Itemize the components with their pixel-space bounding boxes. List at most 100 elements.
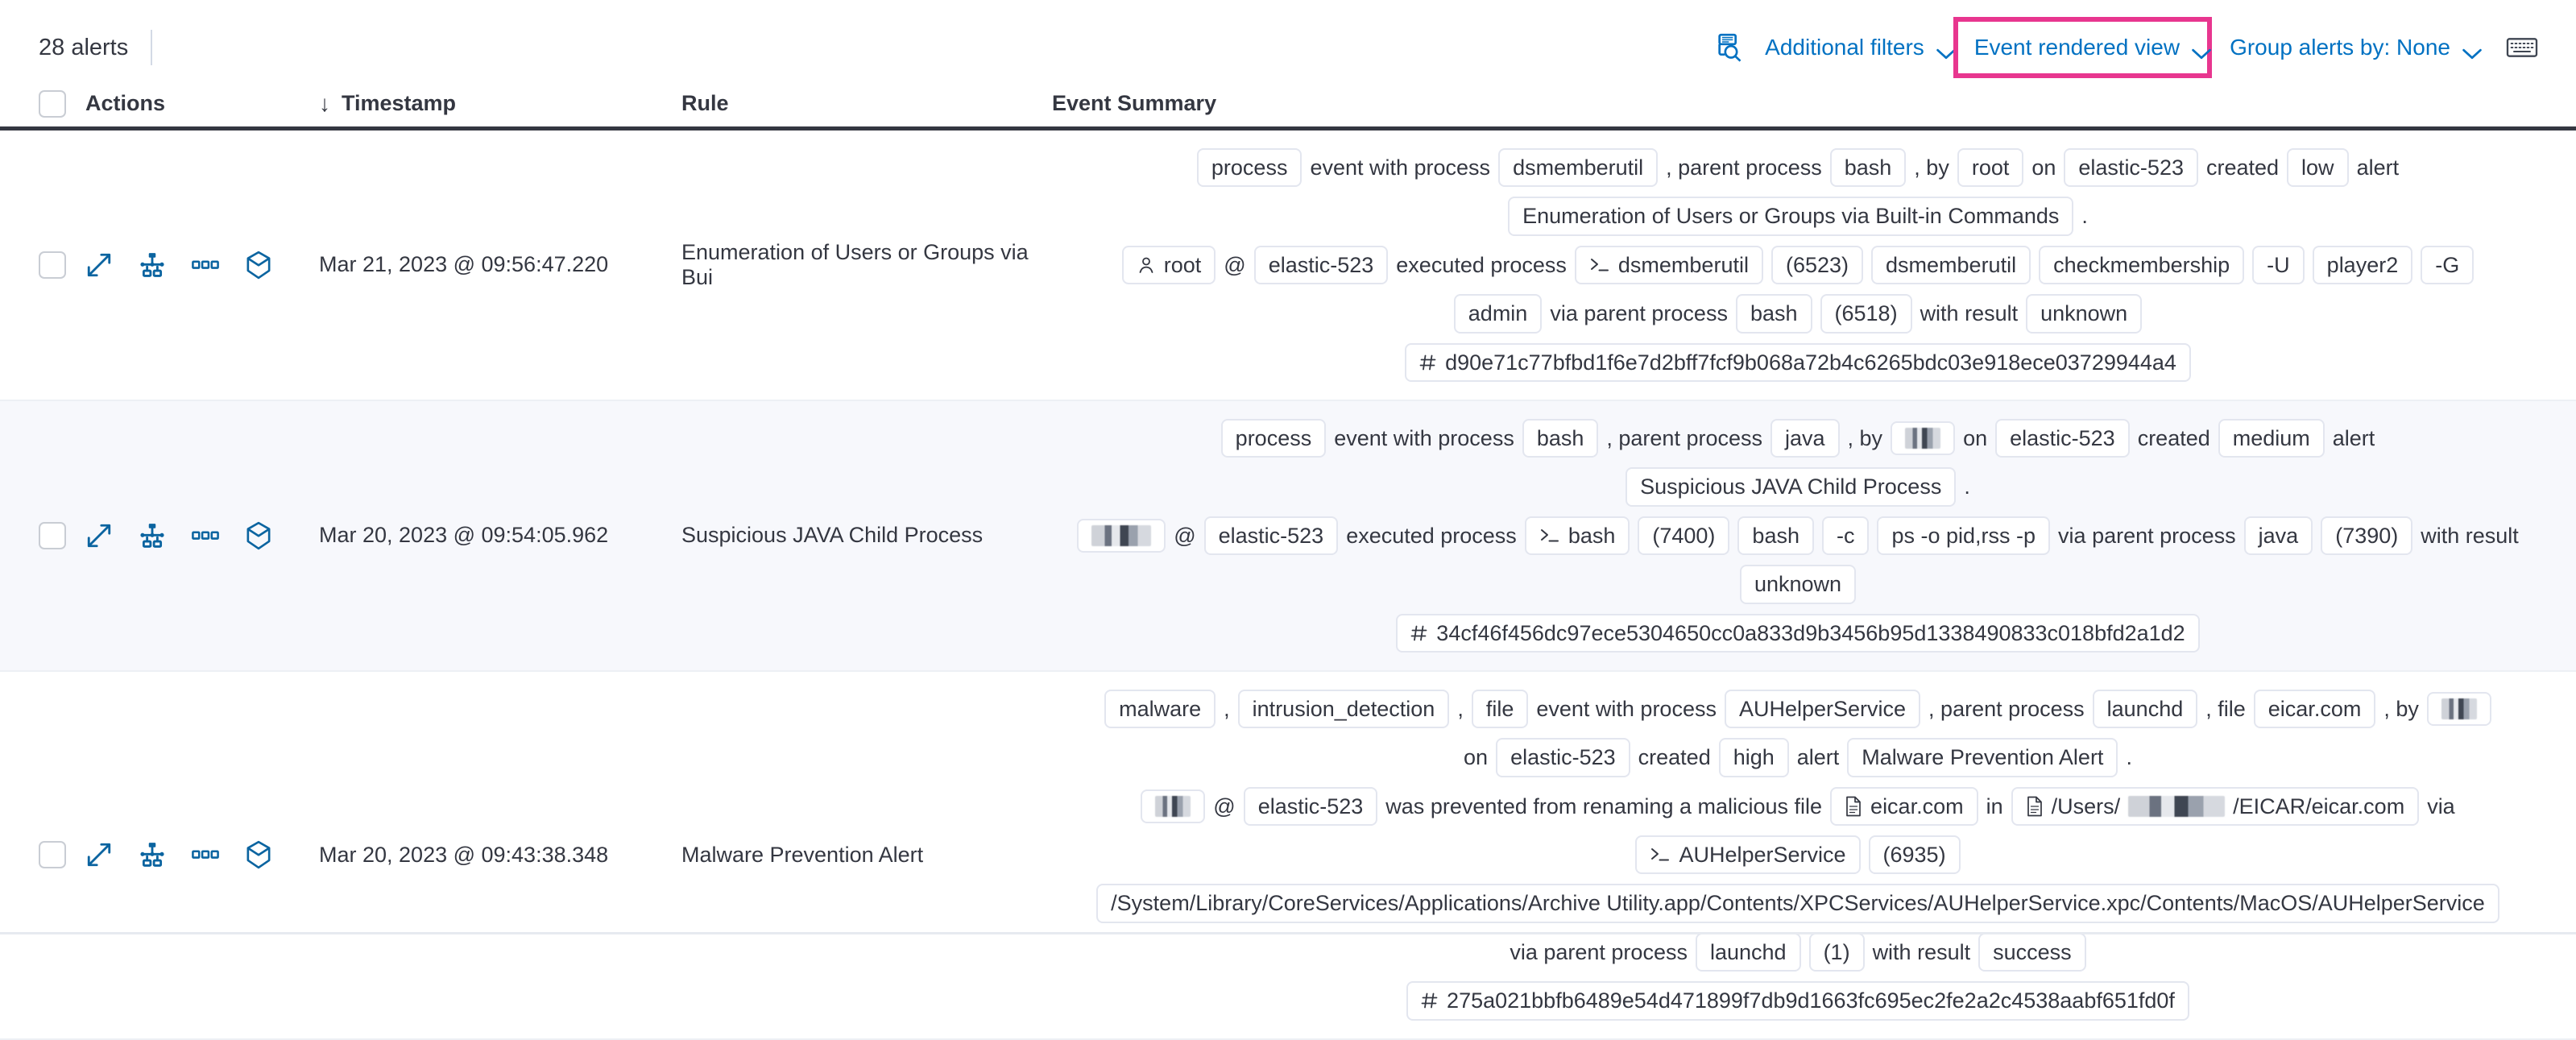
keyboard-icon[interactable] <box>2504 29 2541 66</box>
summary-chip[interactable]: java <box>2243 516 2313 556</box>
summary-text: via parent process <box>1550 301 1728 326</box>
summary-chip[interactable]: Suspicious JAVA Child Process <box>1626 467 1957 507</box>
summary-chip[interactable]: bash <box>1735 294 1812 334</box>
expand-icon[interactable] <box>85 841 113 868</box>
summary-chip[interactable] <box>1141 789 1206 823</box>
select-all-checkbox[interactable] <box>39 89 66 118</box>
summary-chip[interactable]: /Users//EICAR/eicar.com <box>2011 786 2420 827</box>
summary-chip[interactable]: process <box>1220 418 1327 458</box>
row-rule-name[interactable]: Malware Prevention Alert <box>681 842 924 867</box>
summary-chip[interactable]: malware <box>1104 689 1216 729</box>
summary-chip[interactable]: elastic-523 <box>2064 148 2198 188</box>
summary-chip-label: success <box>1993 939 2072 964</box>
analyzer-icon[interactable] <box>139 251 166 279</box>
more-actions-icon[interactable] <box>192 529 219 542</box>
more-actions-icon[interactable] <box>192 259 219 271</box>
summary-chip[interactable]: bash <box>1522 418 1599 458</box>
summary-chip[interactable]: AUHelperService <box>1635 835 1861 875</box>
summary-chip[interactable]: success <box>1978 932 2086 972</box>
column-header-timestamp[interactable]: ↓ Timestamp <box>319 91 681 116</box>
summary-chip[interactable]: unknown <box>1739 565 1857 604</box>
summary-chip[interactable]: AUHelperService <box>1724 689 1921 729</box>
summary-chip[interactable]: bash <box>1524 516 1630 556</box>
analyzer-icon[interactable] <box>139 522 166 549</box>
summary-chip[interactable]: d90e71c77bfbd1f6e7d2bff7fcf9b068a72b4c62… <box>1405 342 2191 382</box>
expand-icon[interactable] <box>85 251 113 279</box>
summary-chip[interactable]: high <box>1718 738 1789 777</box>
row-rule-name[interactable]: Suspicious JAVA Child Process <box>681 523 984 548</box>
summary-chip-label: d90e71c77bfbd1f6e7d2bff7fcf9b068a72b4c62… <box>1445 350 2176 375</box>
summary-chip[interactable]: eicar.com <box>1830 786 1978 827</box>
row-select-checkbox[interactable] <box>39 521 66 549</box>
summary-text: executed process <box>1346 523 1517 548</box>
summary-chip[interactable]: (6518) <box>1820 294 1912 334</box>
summary-chip[interactable]: file <box>1471 689 1529 729</box>
row-select-checkbox[interactable] <box>39 251 66 279</box>
summary-text: , parent process <box>1666 155 1822 180</box>
summary-chip[interactable]: java <box>1770 418 1840 458</box>
summary-chip[interactable]: eicar.com <box>2253 689 2376 729</box>
summary-chip[interactable]: (6935) <box>1868 835 1961 875</box>
summary-chip[interactable]: (7400) <box>1638 516 1730 556</box>
summary-chip[interactable]: Malware Prevention Alert <box>1847 738 2118 777</box>
summary-chip[interactable]: dsmemberutil <box>1498 148 1659 188</box>
summary-chip[interactable]: 275a021bbfb6489e54d471899f7db9d1663fc695… <box>1406 981 2189 1021</box>
event-rendered-view-label: Event rendered view <box>1973 35 2180 60</box>
summary-chip[interactable]: (6523) <box>1770 245 1864 285</box>
summary-chip[interactable]: player2 <box>2312 245 2413 285</box>
summary-chip[interactable]: (1) <box>1808 932 1865 972</box>
summary-chip[interactable]: dsmemberutil <box>1574 245 1763 285</box>
summary-chip[interactable]: /System/Library/CoreServices/Application… <box>1096 884 2499 923</box>
session-view-icon[interactable] <box>245 840 272 869</box>
row-select-checkbox[interactable] <box>39 841 66 869</box>
summary-chip[interactable]: launchd <box>1695 932 1801 972</box>
file-icon <box>2026 796 2044 817</box>
summary-text: via parent process <box>1510 939 1688 964</box>
summary-chip[interactable]: -c <box>1821 516 1870 556</box>
summary-chip[interactable]: elastic-523 <box>1253 245 1389 285</box>
summary-chip[interactable]: elastic-523 <box>1243 786 1378 827</box>
more-actions-icon[interactable] <box>192 848 219 861</box>
summary-chip[interactable]: Enumeration of Users or Groups via Built… <box>1508 197 2074 236</box>
inspect-search-icon[interactable] <box>1708 26 1752 69</box>
summary-chip[interactable]: root <box>1957 148 2024 188</box>
session-view-icon[interactable] <box>245 251 272 280</box>
summary-chip[interactable] <box>1077 518 1166 553</box>
summary-chip-label: (7390) <box>2335 523 2399 548</box>
summary-chip[interactable]: -U <box>2252 245 2305 285</box>
summary-chip[interactable] <box>1891 421 1956 456</box>
summary-chip[interactable]: bash <box>1737 516 1814 556</box>
summary-chip[interactable]: root <box>1121 245 1216 285</box>
summary-chip[interactable] <box>2426 692 2491 727</box>
summary-chip[interactable]: checkmembership <box>2039 245 2245 285</box>
summary-chip[interactable]: elastic-523 <box>1203 516 1339 556</box>
summary-chip[interactable]: 34cf46f456dc97ece5304650cc0a833d9b3456b9… <box>1396 613 2200 653</box>
summary-chip[interactable]: process <box>1196 148 1302 188</box>
summary-chip[interactable]: -G <box>2421 245 2475 285</box>
group-alerts-by-button[interactable]: Group alerts by: None <box>2217 27 2482 68</box>
additional-filters-button[interactable]: Additional filters <box>1752 27 1956 68</box>
summary-chip[interactable]: launchd <box>2092 689 2198 729</box>
analyzer-icon[interactable] <box>139 841 166 868</box>
summary-chip[interactable]: unknown <box>2026 294 2143 334</box>
expand-icon[interactable] <box>85 522 113 549</box>
summary-chip[interactable]: elastic-523 <box>1496 738 1630 777</box>
summary-chip[interactable]: elastic-523 <box>1995 418 2130 458</box>
summary-chip[interactable]: ps -o pid,rss -p <box>1877 516 2051 556</box>
summary-chip[interactable]: low <box>2287 148 2349 188</box>
summary-chip[interactable]: bash <box>1829 148 1907 188</box>
summary-chip-label: eicar.com <box>1870 793 1964 818</box>
row-rule-name[interactable]: Enumeration of Users or Groups via Bui <box>681 239 1029 289</box>
summary-chip[interactable]: (7390) <box>2321 516 2413 556</box>
summary-chip[interactable]: dsmemberutil <box>1871 245 2031 285</box>
summary-chip[interactable]: medium <box>2218 418 2325 458</box>
event-rendered-view-button[interactable]: Event rendered view <box>1961 27 2211 68</box>
session-view-icon[interactable] <box>245 521 272 550</box>
summary-chip[interactable]: admin <box>1453 294 1543 334</box>
summary-chip[interactable]: intrusion_detection <box>1237 689 1450 729</box>
summary-text: . <box>2126 745 2132 770</box>
